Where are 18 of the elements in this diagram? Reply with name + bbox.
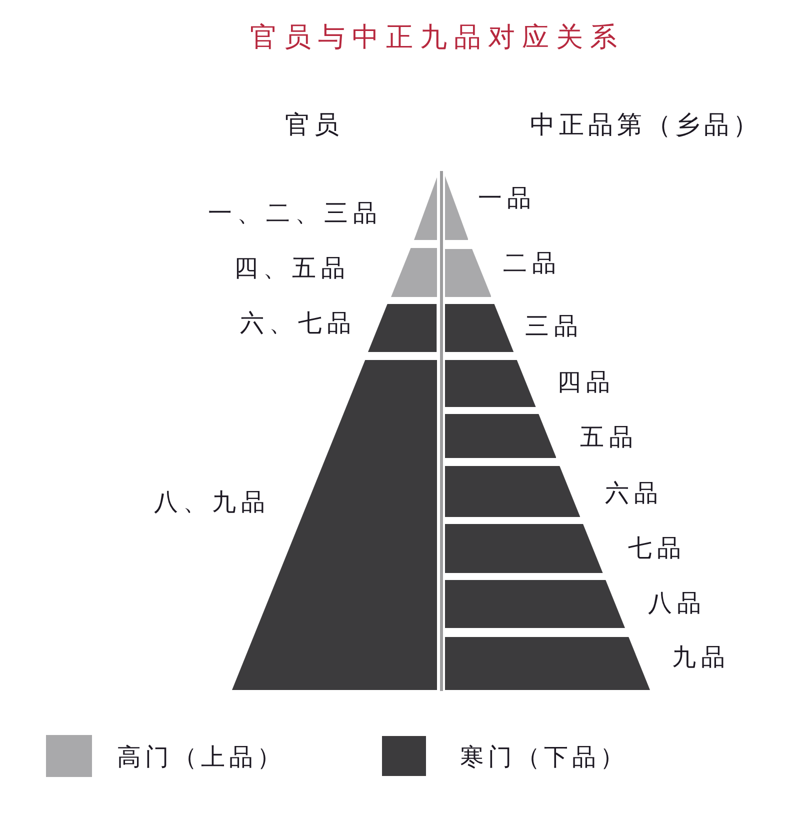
column-heading: 官员 xyxy=(285,111,343,139)
rank-label: 七品 xyxy=(628,534,686,562)
rank-label: 四、五品 xyxy=(234,254,350,282)
rank-label: 八品 xyxy=(648,589,706,617)
diagram-title: 官员与中正九品对应关系 xyxy=(250,24,624,52)
rank-label: 五品 xyxy=(580,423,638,451)
rank-label: 六、七品 xyxy=(240,309,356,337)
rank-label: 六品 xyxy=(605,479,663,507)
rank-label: 一、二、三品 xyxy=(208,199,382,227)
rank-label: 九品 xyxy=(672,643,730,671)
rank-label: 四品 xyxy=(557,368,615,396)
rank-label: 二品 xyxy=(503,249,561,277)
rank-label: 八、九品 xyxy=(154,488,270,516)
column-heading: 中正品第（乡品） xyxy=(530,111,762,139)
rank-label: 一品 xyxy=(478,184,536,212)
legend-label: 高门（上品） xyxy=(117,743,285,771)
legend-label: 寒门（下品） xyxy=(460,743,628,771)
rank-label: 三品 xyxy=(525,312,583,340)
